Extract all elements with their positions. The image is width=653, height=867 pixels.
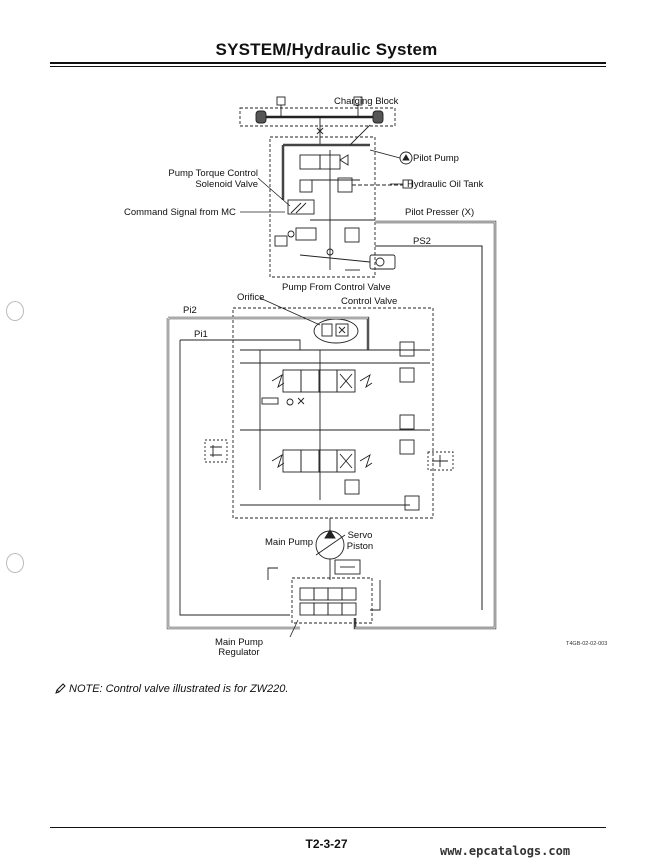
note: NOTE: Control valve illustrated is for Z… [55,682,288,695]
label-ps2: PS2 [413,236,431,247]
label-main-pump-regulator-1: Main Pump [214,637,264,648]
label-solenoid-valve: Solenoid Valve [195,179,258,190]
footer-rule [50,827,606,828]
label-pump-torque-control: Pump Torque Control [168,168,258,179]
label-piston: Piston [346,541,374,552]
pencil-icon [55,683,66,694]
label-pump-from-control-valve: Pump From Control Valve [282,282,391,293]
label-servo: Servo [347,530,373,541]
watermark: www.epcatalogs.com [440,844,571,858]
page-title: SYSTEM/Hydraulic System [215,40,438,59]
header-rule-thin [50,66,606,67]
label-orifice: Orifice [237,292,265,303]
label-main-pump: Main Pump [265,537,314,548]
label-control-valve: Control Valve [341,296,398,307]
label-pilot-presser: Pilot Presser (X) [405,207,475,218]
punch-hole-top [6,301,24,321]
label-pi1: Pi1 [194,329,208,340]
label-hydraulic-oil-tank: Hydraulic Oil Tank [407,179,484,190]
punch-hole-bottom [6,553,24,573]
page-number: T2-3-27 [305,837,348,851]
note-text: NOTE: Control valve illustrated is for Z… [69,683,289,695]
header-rule [50,62,606,64]
label-pilot-pump: Pilot Pump [413,153,459,164]
label-pi2: Pi2 [183,305,197,316]
label-command-signal: Command Signal from MC [124,207,236,218]
label-main-pump-regulator-2: Regulator [218,647,260,658]
label-charging-block: Charging Block [334,96,399,107]
figure-code: T4GB-02-02-003 [566,641,608,647]
